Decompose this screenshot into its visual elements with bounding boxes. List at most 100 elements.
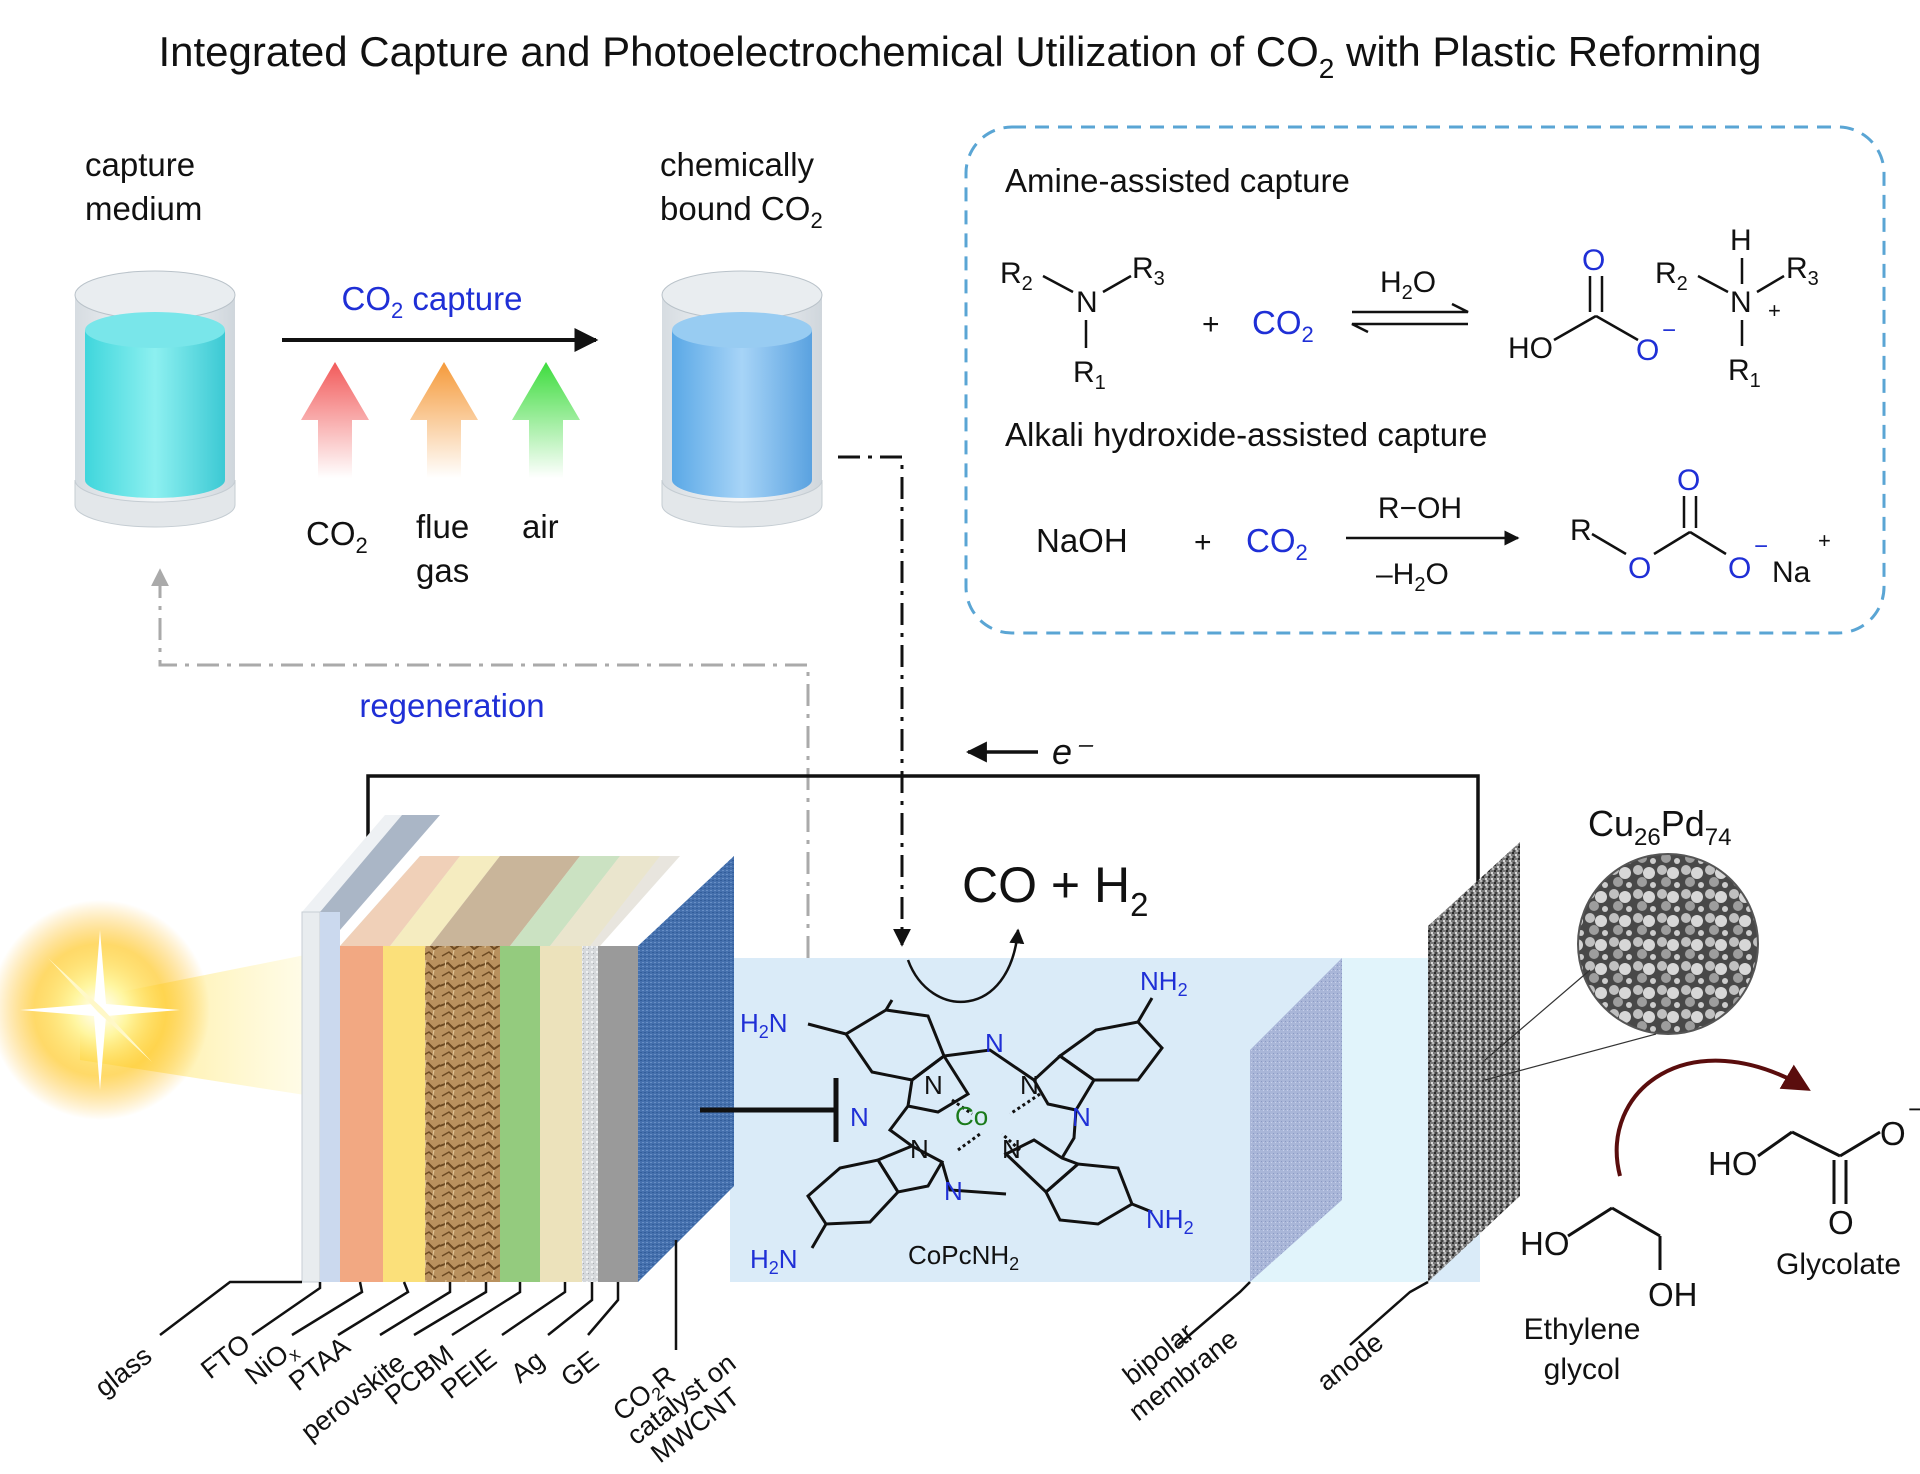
svg-text:R: R xyxy=(1570,514,1592,547)
ag-layer xyxy=(582,946,598,1282)
svg-text:R3: R3 xyxy=(1786,252,1819,290)
svg-text:H: H xyxy=(1730,224,1752,257)
sem-zoom-line-bottom xyxy=(1484,1033,1657,1081)
svg-text:H2N: H2N xyxy=(740,1008,788,1042)
minus-water-label: –H2O xyxy=(1376,558,1449,596)
layer-labels: glass FTO NiOx PTAA perovskite PCBM PEIE… xyxy=(89,1317,1389,1469)
svg-text:N: N xyxy=(1076,286,1098,319)
copcnh2-atom-labels: H2N NH2 H2N NH2 N N N N N N N N Co xyxy=(740,966,1194,1278)
glycolate-label: Glycolate xyxy=(1776,1248,1901,1281)
glass-layer-front xyxy=(301,911,321,1283)
svg-text:R1: R1 xyxy=(1073,356,1106,394)
svg-text:OH: OH xyxy=(1648,1276,1698,1313)
svg-text:HO: HO xyxy=(1708,1145,1758,1182)
sun-icon xyxy=(0,900,305,1120)
products-label: CO + H2 xyxy=(962,857,1148,923)
svg-text:O: O xyxy=(1728,552,1751,585)
svg-text:R2: R2 xyxy=(1000,257,1033,295)
flue-gas-source-arrow xyxy=(410,362,478,478)
anode xyxy=(1428,842,1520,1282)
amine-capture-title: Amine-assisted capture xyxy=(1005,162,1350,199)
perovskite-pcbm-layer xyxy=(425,946,500,1282)
copcnh2-molecule xyxy=(806,997,1164,1249)
copcnh2-label: CoPcNH2 xyxy=(908,1240,1019,1274)
alkali-plus: + xyxy=(1194,526,1212,559)
bipolar-membrane xyxy=(1250,958,1342,1282)
peie-layer xyxy=(500,946,540,1282)
svg-text:O: O xyxy=(1880,1115,1906,1152)
co2r-catalyst-layer xyxy=(638,856,734,1282)
electron-label: e⁻ xyxy=(1052,731,1094,772)
bound-co2-beaker xyxy=(661,270,823,528)
layer-leaders xyxy=(159,1240,1429,1350)
alkali-co2: CO2 xyxy=(1246,522,1308,565)
svg-text:O: O xyxy=(1677,464,1700,497)
air-source-arrow xyxy=(512,362,580,478)
svg-text:N: N xyxy=(850,1102,869,1132)
svg-text:Ag: Ag xyxy=(505,1345,549,1389)
sem-image xyxy=(1577,853,1759,1035)
svg-text:NH2: NH2 xyxy=(1146,1204,1194,1238)
svg-text:O: O xyxy=(1628,552,1651,585)
svg-text:−: − xyxy=(1908,1094,1920,1124)
regeneration-label: regeneration xyxy=(359,687,544,724)
amine-water-label: H2O xyxy=(1380,266,1436,304)
ammonium-product: R2 N + R3 H R1 xyxy=(1655,224,1819,392)
photocathode-stack xyxy=(301,815,734,1283)
mechanism-box xyxy=(964,125,1886,635)
co2-source-label: CO2 xyxy=(306,515,368,558)
svg-text:N: N xyxy=(910,1134,929,1164)
svg-text:−: − xyxy=(1754,533,1768,560)
svg-text:N: N xyxy=(924,1070,943,1100)
svg-text:R2: R2 xyxy=(1655,257,1688,295)
svg-text:N: N xyxy=(944,1176,963,1206)
ge-layer xyxy=(598,946,638,1282)
equilibrium-arrows xyxy=(1351,302,1469,334)
ag-base-layer xyxy=(540,946,582,1282)
capture-medium-beaker xyxy=(74,270,236,528)
svg-text:HO: HO xyxy=(1520,1225,1570,1262)
svg-text:+: + xyxy=(1768,298,1781,323)
svg-text:O: O xyxy=(1636,334,1659,367)
svg-text:O: O xyxy=(1582,244,1605,277)
amine-plus: + xyxy=(1202,308,1220,341)
svg-text:H2N: H2N xyxy=(750,1244,798,1278)
svg-text:Co: Co xyxy=(955,1101,988,1131)
fto-layer xyxy=(320,912,340,1282)
co2-source-arrow xyxy=(301,362,369,478)
naoh-reactant: NaOH xyxy=(1036,522,1128,559)
glass-layer xyxy=(302,815,402,912)
svg-text:R3: R3 xyxy=(1132,252,1165,290)
svg-text:N: N xyxy=(1730,286,1752,319)
ptaa-layer xyxy=(383,946,425,1282)
svg-text:O: O xyxy=(1828,1204,1854,1241)
amine-reactant: R2 N R3 R1 xyxy=(1000,252,1165,394)
figure-title: Integrated Capture and Photoelectrochemi… xyxy=(158,28,1761,84)
bicarbonate-product: HO O O − xyxy=(1508,244,1676,367)
alkali-capture-title: Alkali hydroxide-assisted capture xyxy=(1005,416,1487,453)
ethylene-glycol-structure: HO OH xyxy=(1520,1206,1698,1313)
co2-capture-label: CO2 capture xyxy=(342,280,523,323)
external-circuit-wire xyxy=(366,774,1480,885)
svg-text:glass: glass xyxy=(89,1340,157,1402)
svg-text:−: − xyxy=(1662,317,1676,344)
nio-layer xyxy=(340,946,383,1282)
alkyl-carbonate-product: R O O O − Na + xyxy=(1570,464,1831,589)
air-source-label: air xyxy=(522,508,559,545)
svg-text:N: N xyxy=(1020,1070,1039,1100)
svg-text:+: + xyxy=(1818,528,1831,553)
roh-label: R−OH xyxy=(1378,492,1462,525)
sem-zoom-line-top xyxy=(1484,969,1591,1061)
svg-text:N: N xyxy=(1072,1102,1091,1132)
alloy-label: Cu26Pd74 xyxy=(1588,803,1731,851)
regeneration-path xyxy=(151,568,810,958)
amine-co2: CO2 xyxy=(1252,304,1314,347)
svg-text:N: N xyxy=(985,1028,1004,1058)
svg-text:GE: GE xyxy=(555,1345,604,1393)
